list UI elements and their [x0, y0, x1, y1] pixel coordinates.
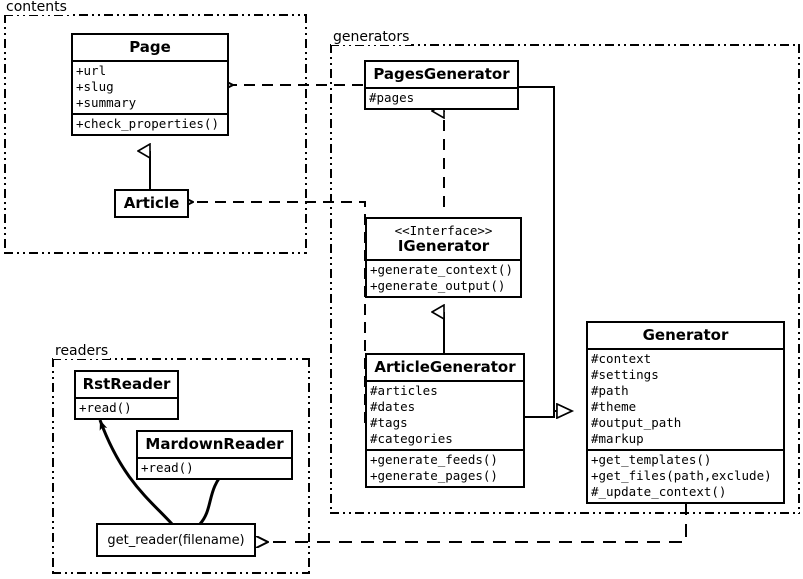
method: +generate_feeds() [370, 452, 498, 468]
package-generators-right-edge [798, 44, 800, 514]
attribute: +slug [76, 79, 114, 95]
package-label-contents: contents [4, 0, 69, 16]
attribute: #output_path [591, 415, 682, 431]
package-readers-right-edge [308, 358, 310, 574]
edge-generator-to-getreader [268, 502, 687, 542]
class-rstreader[interactable]: RstReader +read() [74, 370, 179, 421]
class-rstreader-name: RstReader [82, 375, 171, 393]
class-pagesgenerator-attributes: #pages [366, 87, 517, 108]
class-generator-attributes: #context #settings #path #theme #output_… [588, 348, 783, 449]
method: +get_files(path,exclude) [591, 468, 772, 484]
method: +get_templates() [591, 452, 712, 468]
class-igenerator-name: <<Interface>> IGenerator [367, 219, 520, 259]
class-page[interactable]: Page +url +slug +summary +check_properti… [71, 33, 229, 137]
class-articlegenerator[interactable]: ArticleGenerator #articles #dates #tags … [365, 353, 525, 489]
class-pagesgenerator[interactable]: PagesGenerator #pages [364, 60, 519, 111]
class-generator[interactable]: Generator #context #settings #path #them… [586, 321, 785, 505]
class-igenerator-stereotype: <<Interface>> [394, 223, 493, 238]
class-page-attributes: +url +slug +summary [73, 60, 227, 113]
class-igenerator[interactable]: <<Interface>> IGenerator +generate_conte… [365, 217, 522, 299]
class-mardownreader[interactable]: MardownReader +read() [136, 430, 293, 481]
package-label-readers: readers [53, 343, 111, 360]
attribute: #context [591, 351, 652, 367]
attribute: +summary [76, 95, 137, 111]
class-articlegenerator-attributes: #articles #dates #tags #categories [367, 380, 523, 449]
attribute: #articles [370, 383, 438, 399]
package-label-generators: generators [331, 29, 412, 46]
method: +read() [79, 400, 132, 416]
edge-articlegenerator-to-article [193, 202, 366, 423]
method: +generate_context() [370, 262, 513, 278]
class-article[interactable]: Article [114, 189, 189, 219]
class-article-name: Article [123, 194, 180, 212]
method: +check_properties() [76, 116, 219, 132]
function-get-reader[interactable]: get_reader(filename) [96, 523, 256, 557]
package-contents-bottom-edge [4, 252, 307, 254]
class-pagesgenerator-name: PagesGenerator [373, 65, 510, 83]
class-page-methods: +check_properties() [73, 113, 227, 134]
method: +generate_pages() [370, 468, 498, 484]
attribute: #theme [591, 399, 637, 415]
package-generators-bottom-edge [330, 512, 800, 514]
class-articlegenerator-methods: +generate_feeds() +generate_pages() [367, 449, 523, 486]
attribute: #tags [370, 415, 408, 431]
class-rstreader-methods: +read() [76, 397, 177, 418]
attribute: #path [591, 383, 629, 399]
class-articlegenerator-name: ArticleGenerator [374, 358, 516, 376]
attribute: #markup [591, 431, 644, 447]
attribute: +url [76, 63, 107, 79]
attribute: #settings [591, 367, 659, 383]
package-readers-bottom-edge [52, 572, 310, 574]
package-readers-left-edge [52, 358, 54, 574]
method: #_update_context() [591, 484, 727, 500]
class-igenerator-methods: +generate_context() +generate_output() [367, 259, 520, 296]
method: +read() [141, 460, 194, 476]
edge-pagesgenerator-to-generator [519, 86, 572, 411]
class-mardownreader-name: MardownReader [145, 435, 284, 453]
class-generator-name: Generator [642, 326, 729, 344]
class-mardownreader-methods: +read() [138, 457, 291, 478]
attribute: #dates [370, 399, 416, 415]
edge-articlegenerator-to-generator [525, 411, 572, 417]
function-get-reader-label: get_reader(filename) [107, 532, 245, 548]
attribute: #pages [369, 90, 415, 106]
package-contents-right-edge [305, 14, 307, 254]
method: +generate_output() [370, 278, 506, 294]
attribute: #categories [370, 431, 453, 447]
package-generators-left-edge [330, 44, 332, 514]
class-generator-methods: +get_templates() +get_files(path,exclude… [588, 449, 783, 502]
class-igenerator-label: IGenerator [397, 237, 490, 255]
class-page-name: Page [129, 38, 171, 56]
package-contents-left-edge [4, 14, 6, 254]
